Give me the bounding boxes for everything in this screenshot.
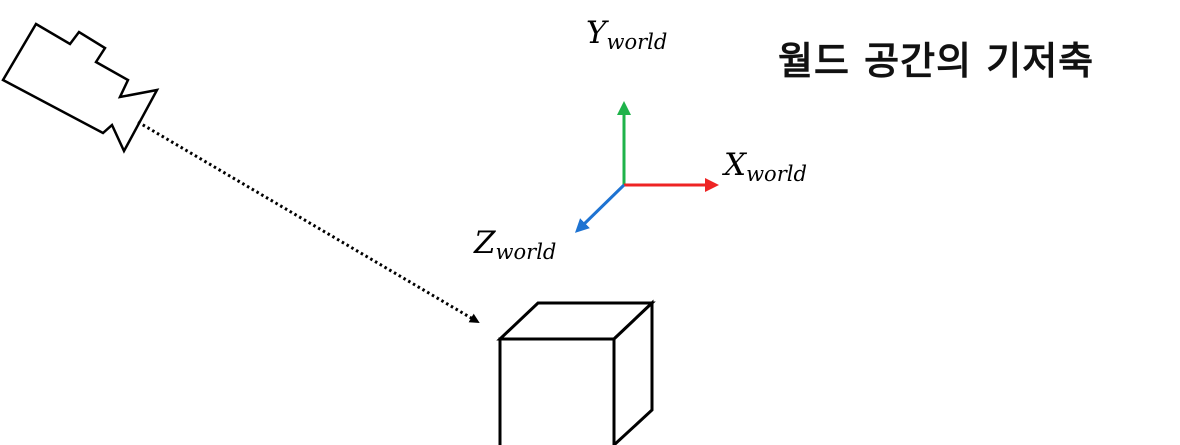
world-axes — [574, 101, 719, 233]
z-axis-symbol: Z — [474, 225, 496, 261]
cube-icon — [496, 299, 656, 445]
video-camera-icon — [1, 22, 160, 154]
x-world-axis-label: Xworld — [724, 150, 807, 185]
z-world-axis-label: Zworld — [474, 228, 556, 263]
y-axis-subscript: world — [606, 30, 668, 54]
z-axis-arrow — [574, 183, 626, 233]
line-of-sight-arrow — [137, 120, 480, 324]
x-axis-subscript: world — [746, 162, 807, 186]
diagram-title: 월드 공간의 기저축 — [778, 39, 1095, 83]
z-axis-subscript: world — [495, 240, 557, 264]
y-world-axis-label: Yworld — [586, 18, 667, 53]
y-axis-symbol: Y — [586, 15, 607, 51]
x-axis-symbol: X — [724, 147, 747, 183]
